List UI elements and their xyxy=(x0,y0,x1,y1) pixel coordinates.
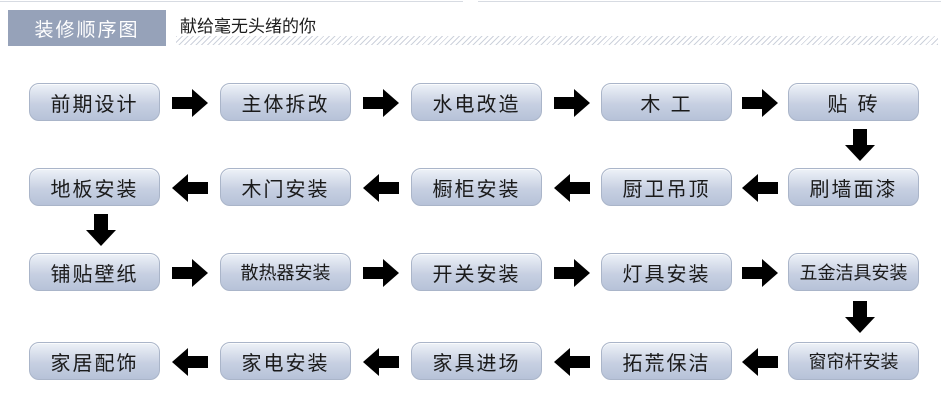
step-box-r1-c2: 主体拆改 xyxy=(220,83,351,121)
top-rule-right xyxy=(478,1,941,2)
step-box-r4-c2: 家电安装 xyxy=(220,342,351,380)
step-box-r3-c3: 开关安装 xyxy=(411,253,542,291)
left-arrow-icon xyxy=(172,174,208,202)
down-arrow-icon xyxy=(86,214,116,246)
top-rule-left xyxy=(0,1,463,2)
step-box-r4-c3: 家具进场 xyxy=(411,342,542,380)
left-arrow-icon xyxy=(172,348,208,376)
step-box-r4-c5: 窗帘杆安装 xyxy=(788,342,919,380)
step-box-r2-c1: 地板安装 xyxy=(29,168,160,206)
step-box-r2-c5: 刷墙面漆 xyxy=(788,168,919,206)
left-arrow-icon xyxy=(363,174,399,202)
right-arrow-icon xyxy=(363,89,399,117)
step-box-r4-c1: 家居配饰 xyxy=(29,342,160,380)
step-box-r3-c1: 铺贴壁纸 xyxy=(29,253,160,291)
step-box-r2-c3: 橱柜安装 xyxy=(411,168,542,206)
header-hatch-divider xyxy=(176,36,938,45)
right-arrow-icon xyxy=(172,259,208,287)
left-arrow-icon xyxy=(363,348,399,376)
step-box-r3-c4: 灯具安装 xyxy=(601,253,732,291)
left-arrow-icon xyxy=(554,348,590,376)
step-box-r1-c1: 前期设计 xyxy=(29,83,160,121)
step-box-r4-c4: 拓荒保洁 xyxy=(601,342,732,380)
step-box-r3-c2: 散热器安装 xyxy=(220,253,351,291)
down-arrow-icon xyxy=(845,301,875,333)
step-box-r2-c2: 木门安装 xyxy=(220,168,351,206)
step-box-r1-c5: 贴 砖 xyxy=(788,83,919,121)
step-box-r2-c4: 厨卫吊顶 xyxy=(601,168,732,206)
right-arrow-icon xyxy=(554,259,590,287)
left-arrow-icon xyxy=(742,348,778,376)
right-arrow-icon xyxy=(172,89,208,117)
diagram-subtitle: 献给毫无头绪的你 xyxy=(180,17,316,37)
diagram-title: 装修顺序图 xyxy=(8,10,166,46)
right-arrow-icon xyxy=(742,259,778,287)
right-arrow-icon xyxy=(363,259,399,287)
step-box-r1-c4: 木 工 xyxy=(601,83,732,121)
left-arrow-icon xyxy=(742,174,778,202)
down-arrow-icon xyxy=(845,129,875,161)
right-arrow-icon xyxy=(742,89,778,117)
step-box-r1-c3: 水电改造 xyxy=(411,83,542,121)
right-arrow-icon xyxy=(554,89,590,117)
step-box-r3-c5: 五金洁具安装 xyxy=(788,253,919,291)
left-arrow-icon xyxy=(554,174,590,202)
